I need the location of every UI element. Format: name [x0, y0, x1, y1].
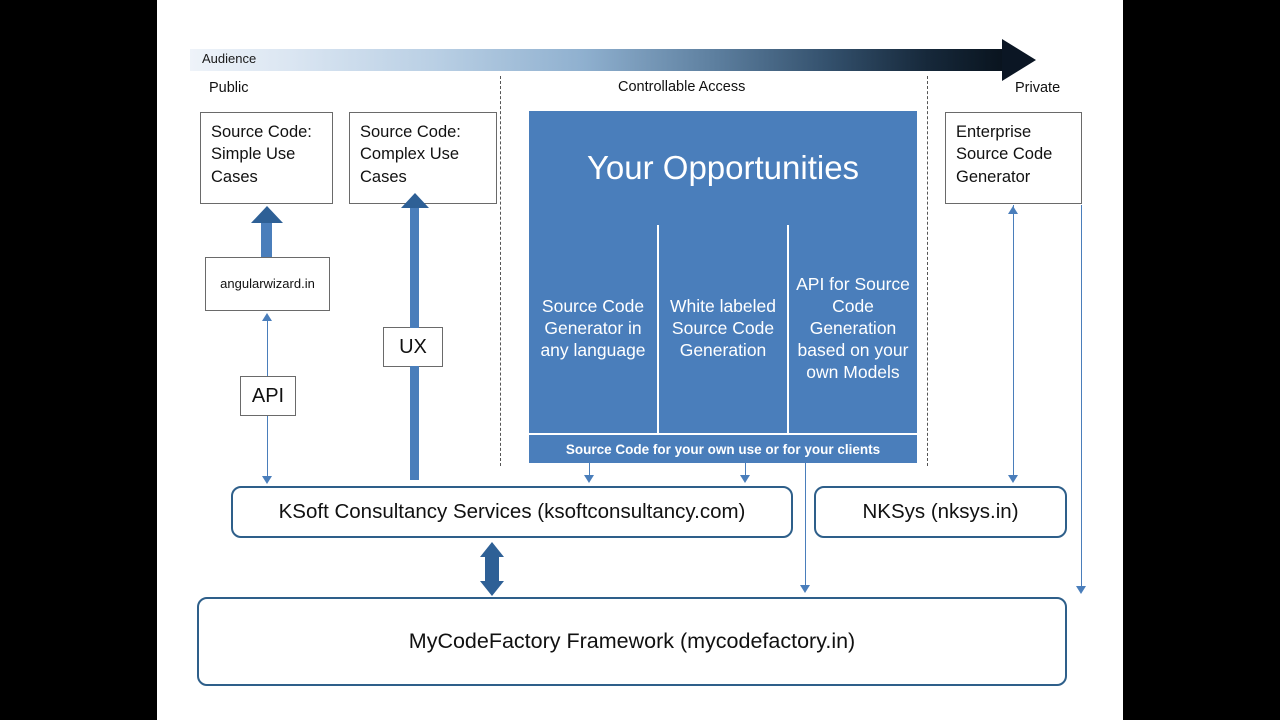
- connector-enterprise-to-nksys: [1013, 205, 1015, 480]
- arrow-up-angularwizard: [262, 313, 272, 321]
- connector-api-to-ksoft: [267, 416, 269, 480]
- opportunity-column-3: API for Source Code Generation based on …: [789, 225, 917, 433]
- box-api: API: [240, 376, 296, 416]
- audience-arrow: Audience: [190, 39, 1055, 81]
- connector-api-to-angularwizard: [267, 319, 269, 376]
- box-nksys: NKSys (nksys.in): [814, 486, 1067, 538]
- arrow-down-ksoft-left: [262, 476, 272, 484]
- arrow-down-mycodefactory-mid: [800, 585, 810, 593]
- divider-controllable-private: [927, 76, 928, 466]
- arrow-down-ksoft-mycodefactory: [480, 581, 504, 596]
- tier-label-private: Private: [1015, 80, 1061, 96]
- tier-label-controllable-access: Controllable Access: [618, 79, 746, 95]
- connector-opp-to-mycodefactory: [805, 463, 807, 591]
- box-source-code-complex: Source Code: Complex Use Cases: [349, 112, 497, 204]
- box-source-code-simple: Source Code: Simple Use Cases: [200, 112, 333, 204]
- box-angularwizard: angularwizard.in: [205, 257, 330, 311]
- opportunity-column-1: Source Code Generator in any language: [529, 225, 657, 433]
- opportunities-footer: Source Code for your own use or for your…: [529, 435, 917, 463]
- arrow-up-ksoft-mycodefactory: [480, 542, 504, 557]
- connector-opp-to-ksoft: [589, 463, 591, 481]
- arrow-down-mycodefactory-right: [1076, 586, 1086, 594]
- audience-label: Audience: [202, 51, 257, 66]
- double-arrow-shaft: [485, 556, 499, 582]
- arrow-down-opp-mid: [740, 475, 750, 483]
- arrow-up-enterprise: [1008, 206, 1018, 214]
- audience-arrow-shaft: [190, 49, 1010, 71]
- connector-angularwizard-to-source-simple: [261, 221, 272, 257]
- box-ksoft-consultancy-services: KSoft Consultancy Services (ksoftconsult…: [231, 486, 793, 538]
- opportunities-title: Your Opportunities: [529, 111, 917, 225]
- box-mycodefactory-framework: MyCodeFactory Framework (mycodefactory.i…: [197, 597, 1067, 686]
- tier-label-public: Public: [209, 80, 249, 96]
- opportunity-column-2: White labeled Source Code Generation: [659, 225, 787, 433]
- opportunities-panel: Your Opportunities Source Code Generator…: [529, 111, 917, 463]
- connector-opp-to-nksys-1: [745, 463, 747, 481]
- connector-ux-to-ksoft: [410, 366, 419, 480]
- arrow-up-source-complex: [401, 193, 429, 208]
- opportunities-columns: Source Code Generator in any language Wh…: [529, 225, 917, 433]
- divider-public-controllable: [500, 76, 501, 466]
- connector-ux-to-source-complex: [410, 206, 419, 328]
- connector-nksys-to-mycodefactory: [1081, 205, 1083, 592]
- arrow-down-nksys: [1008, 475, 1018, 483]
- box-enterprise-source-code-generator: Enterprise Source Code Generator: [945, 112, 1082, 204]
- audience-arrow-head: [1002, 39, 1036, 81]
- box-ux: UX: [383, 327, 443, 367]
- arrow-down-ksoft-right: [584, 475, 594, 483]
- diagram-canvas: Audience Public Controllable Access Priv…: [157, 0, 1123, 720]
- arrow-up-source-simple: [251, 206, 283, 223]
